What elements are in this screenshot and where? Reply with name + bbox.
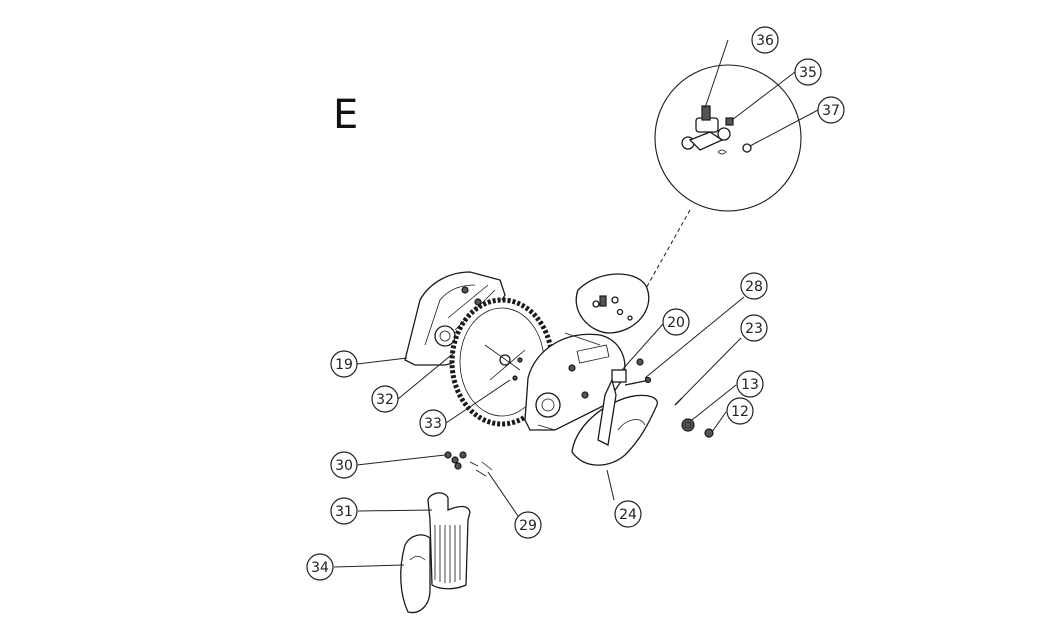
svg-text:31: 31 bbox=[335, 504, 353, 520]
callout-31: 31 bbox=[330, 497, 358, 525]
callout-29: 29 bbox=[514, 511, 542, 539]
callout-37: 37 bbox=[817, 96, 845, 124]
svg-text:37: 37 bbox=[822, 103, 840, 119]
filter-cartridge bbox=[427, 492, 471, 590]
svg-text:24: 24 bbox=[619, 507, 637, 523]
svg-text:23: 23 bbox=[745, 321, 763, 337]
svg-text:12: 12 bbox=[731, 404, 749, 420]
front-guard bbox=[524, 332, 627, 431]
svg-text:34: 34 bbox=[311, 560, 329, 576]
svg-text:30: 30 bbox=[335, 458, 353, 474]
fasteners bbox=[624, 358, 714, 438]
callout-33: 33 bbox=[419, 409, 447, 437]
filter-cover bbox=[400, 534, 431, 614]
svg-text:28: 28 bbox=[745, 279, 763, 295]
svg-text:32: 32 bbox=[376, 392, 394, 408]
callout-36: 36 bbox=[751, 26, 779, 54]
svg-text:33: 33 bbox=[424, 416, 442, 432]
svg-text:19: 19 bbox=[335, 357, 353, 373]
callout-24: 24 bbox=[614, 500, 642, 528]
svg-text:36: 36 bbox=[756, 33, 774, 49]
callout-12: 12 bbox=[726, 397, 754, 425]
callout-23: 23 bbox=[740, 314, 768, 342]
detail-magnifier bbox=[644, 64, 802, 291]
section-letter: E bbox=[333, 92, 358, 138]
small-screws bbox=[444, 451, 493, 477]
callout-34: 34 bbox=[306, 553, 334, 581]
callout-19: 19 bbox=[330, 350, 358, 378]
callout-30: 30 bbox=[330, 451, 358, 479]
svg-text:13: 13 bbox=[741, 377, 759, 393]
callout-28: 28 bbox=[740, 272, 768, 300]
lower-guard bbox=[571, 378, 658, 466]
callout-32: 32 bbox=[371, 385, 399, 413]
callout-35: 35 bbox=[794, 58, 822, 86]
svg-text:20: 20 bbox=[667, 315, 685, 331]
callout-20: 20 bbox=[662, 308, 690, 336]
svg-text:29: 29 bbox=[519, 518, 537, 534]
svg-text:35: 35 bbox=[799, 65, 817, 81]
valve-assembly bbox=[681, 105, 752, 155]
callout-13: 13 bbox=[736, 370, 764, 398]
detail-bubble bbox=[575, 273, 650, 334]
